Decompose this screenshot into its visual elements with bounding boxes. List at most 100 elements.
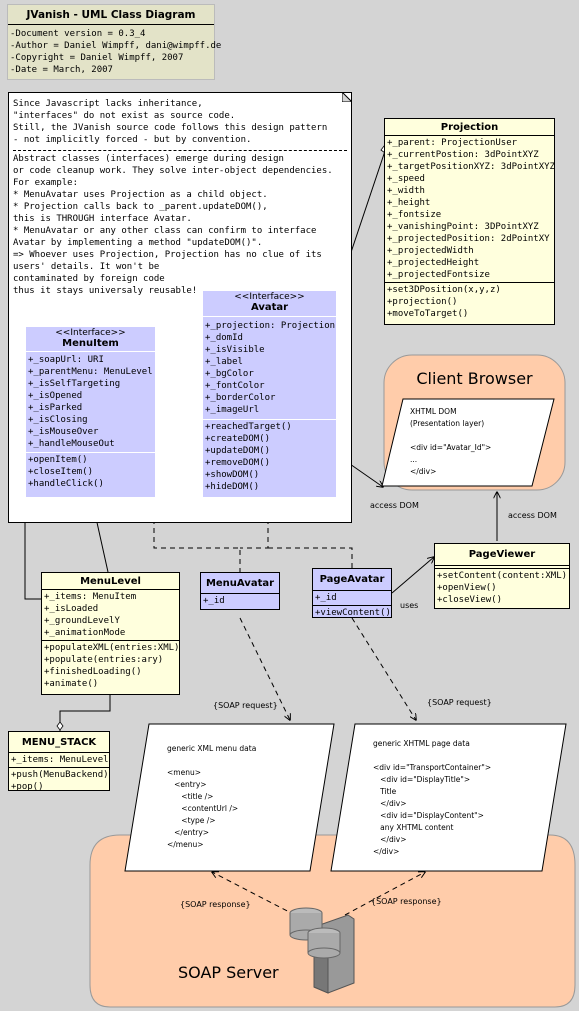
attribute: +_parent: ProjectionUser (387, 138, 518, 148)
label-uses: uses (400, 601, 419, 610)
attribute: +_bgColor (205, 369, 254, 379)
attribute: +_label (205, 357, 243, 367)
doc-line: <div id="Avatar_Id"> (410, 443, 492, 452)
note-line: For example: (13, 178, 79, 188)
class-methods: +push(MenuBackend) +pop() (9, 768, 109, 794)
soap-response-left (212, 872, 296, 916)
doc-line: <div id="DisplayTitle"> (373, 775, 471, 784)
doc-line (373, 750, 491, 762)
attribute: +_width (387, 186, 425, 196)
attribute: +_soapUrl: URI (28, 355, 104, 365)
doc-line: XHTML DOM (410, 407, 457, 416)
class-pageavatar[interactable]: PageAvatar +_id +viewContent() (312, 568, 392, 618)
menulevel-items-link (24, 495, 42, 600)
method: +populate(entries:ary) (44, 655, 164, 665)
server-database-icon (289, 907, 355, 994)
method: +removeDOM() (205, 458, 271, 468)
attribute: +_groundLevelY (44, 616, 120, 626)
note-line: Avatar by implementing a method "updateD… (13, 238, 263, 248)
label-soap-request-left: {SOAP request} (213, 701, 278, 710)
attribute: +_height (387, 198, 431, 208)
pageavatar-soap-request (351, 617, 416, 720)
method: +animate() (44, 679, 99, 689)
class-menulevel[interactable]: MenuLevel +_items: MenuItem +_isLoaded +… (41, 572, 180, 695)
note-line: "interfaces" do not exist as source code… (13, 111, 236, 121)
menuavatar-soap-request (239, 617, 290, 720)
method: +reachedTarget() (205, 422, 292, 432)
interface-menuitem[interactable]: <<Interface>> MenuItem +_soapUrl: URI +_… (26, 327, 155, 497)
note-line: * MenuAvatar uses Projection as a child … (13, 190, 268, 200)
attribute: +_isParked (28, 403, 83, 413)
doc-line: </div> (373, 799, 407, 808)
xml-menu-document (124, 723, 335, 872)
attribute: +_items: MenuItem (44, 592, 137, 602)
note-line: * MenuAvatar or any other class can conf… (13, 226, 317, 236)
interface-avatar[interactable]: <<Interface>> Avatar +_projection: Proje… (203, 291, 336, 497)
note-line: => Whoever uses Projection, Projection h… (13, 250, 322, 260)
method: +viewContent() (315, 608, 391, 618)
xml-menu-text: generic XML menu data <menu> <entry> <ti… (167, 743, 256, 851)
class-attributes: +_parent: ProjectionUser +_currentPostio… (385, 136, 555, 283)
doc-line: </entry> (167, 828, 210, 837)
note-line: Still, the JVanish source code follows t… (13, 123, 328, 133)
class-projection[interactable]: Projection +_parent: ProjectionUser +_cu… (384, 118, 555, 325)
label-soap-response-right: {SOAP response} (371, 897, 442, 906)
attribute: +_borderColor (205, 393, 276, 403)
method: +openItem() (28, 455, 88, 465)
class-title: PageAvatar (313, 569, 391, 591)
method: +finishedLoading() (44, 667, 142, 677)
header-box: JVanish - UML Class Diagram -Document ve… (7, 4, 221, 80)
attribute: +_isOpened (28, 391, 83, 401)
class-attributes: +_items: MenuLevel (9, 753, 109, 768)
class-title: MENU_STACK (9, 732, 109, 753)
attribute: +_fontsize (387, 210, 442, 220)
client-browser-title: Client Browser (416, 369, 533, 388)
class-pageviewer[interactable]: PageViewer +setContent(content:XML) +ope… (434, 543, 570, 609)
class-menustack[interactable]: MENU_STACK +_items: MenuLevel +push(Menu… (8, 731, 110, 794)
method: +closeItem() (28, 467, 94, 477)
label-access-dom-right: access DOM (508, 511, 557, 520)
method: +populateXML(entries:XML) (44, 643, 180, 653)
note-line: * Projection calls back to _parent.updat… (13, 202, 268, 212)
doc-line: generic XHTML page data (373, 739, 470, 748)
soap-response-right (344, 872, 425, 916)
stereotype: <<Interface>> (234, 292, 305, 302)
method: +closeView() (437, 595, 503, 605)
method: +setContent(content:XML) (437, 571, 568, 581)
note-line: this is THROUGH interface Avatar. (13, 214, 192, 224)
doc-line: </div> (373, 835, 407, 844)
class-methods: +populateXML(entries:XML) +populate(entr… (42, 641, 179, 691)
label-soap-response-left: {SOAP response} (180, 900, 251, 909)
doc-line (410, 430, 491, 442)
doc-line: <div id="TransportContainer"> (373, 763, 492, 772)
doc-line: <entry> (167, 780, 207, 789)
attribute: +_speed (387, 174, 425, 184)
attribute: +_isVisible (205, 345, 265, 355)
label-soap-request-right: {SOAP request} (427, 698, 492, 707)
header-meta: -Document version = 0.3_4 -Author = Dani… (8, 25, 221, 79)
attribute: +_imageUrl (205, 405, 260, 415)
attribute: +_id (203, 596, 225, 606)
note-line: Since Javascript lacks inheritance, (13, 99, 203, 109)
attribute: +_isLoaded (44, 604, 99, 614)
attribute: +_projection: Projection (205, 321, 336, 331)
soap-server-title: SOAP Server (178, 963, 279, 982)
attribute: +_isClosing (28, 415, 88, 425)
xhtml-page-text: generic XHTML page data <div id="Transpo… (373, 738, 491, 858)
method: +openView() (437, 583, 497, 593)
attribute: +_vanishingPoint: 3DPointXYZ (387, 222, 539, 232)
doc-line: Title (373, 787, 397, 796)
menustack-menulevel-link (59, 695, 111, 731)
xhtml-page-document (330, 723, 567, 872)
doc-line: ... (410, 455, 418, 464)
class-menuavatar[interactable]: MenuAvatar +_id (200, 572, 280, 610)
class-methods: +viewContent() (313, 606, 391, 620)
stereotype: <<Interface>> (55, 328, 126, 338)
note-line: or code cleanup work. They solve inter-o… (13, 166, 333, 176)
attribute: +_items: MenuLevel (11, 755, 109, 765)
doc-line: <menu> (167, 768, 201, 777)
attribute: +_projectedPosition: 2dPointXY (387, 234, 550, 244)
note-line: users' details. It won't be (13, 262, 160, 272)
method: +showDOM() (205, 470, 260, 480)
doc-line: </menu> (167, 840, 204, 849)
